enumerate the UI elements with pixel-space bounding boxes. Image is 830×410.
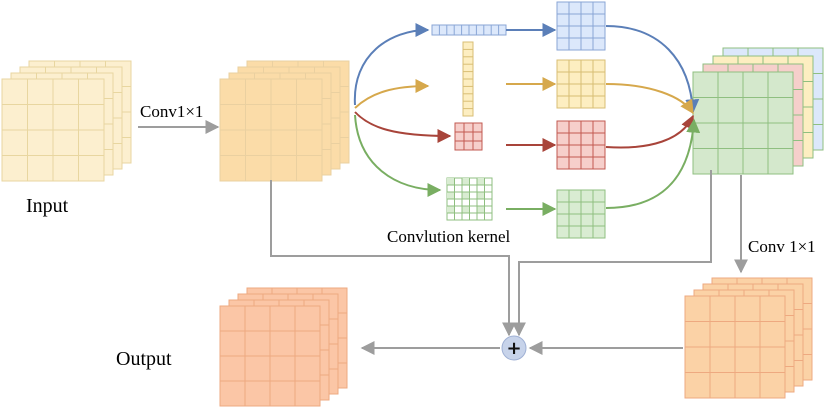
branch-output-yellow: [556, 59, 606, 109]
branch-output-green: [556, 189, 606, 239]
arrow-merge-yellow: [605, 83, 694, 115]
arrow-branch-red-in: [354, 111, 452, 143]
conv1x1-label: Conv1×1: [140, 102, 203, 121]
input-label: Input: [26, 195, 69, 217]
kernel-label: Convlution kernel: [387, 227, 511, 246]
concatenated-feature-stack: [692, 47, 824, 175]
branch-output-red: [556, 120, 606, 170]
kernel-vertical-strip: [462, 41, 474, 117]
kernel-nx1: [462, 41, 474, 117]
kernel-dilated-grid: [446, 177, 493, 221]
conv1x1-second-label: Conv 1×1: [748, 237, 816, 256]
arrow-branch-blue-in: [353, 23, 430, 106]
post-conv1x1-feature-stack: [684, 277, 813, 399]
branch-map-blue: [556, 1, 606, 51]
arrow-merge-green: [605, 118, 701, 209]
branch-map-green: [556, 189, 606, 239]
add-symbol: +: [506, 338, 521, 359]
arrow-merge-blue: [605, 25, 700, 114]
plus-circle-icon: +: [501, 335, 527, 361]
branch-map-yellow: [556, 59, 606, 109]
arrow-merge-red: [605, 114, 695, 149]
input-feature-stack: [1, 60, 132, 182]
arrow-skip-from-concat: [512, 170, 712, 337]
kernel-square-small: [454, 122, 483, 151]
arrow-skip-from-conv: [270, 180, 516, 337]
postconv-feature-map-layer: [684, 295, 786, 399]
input-feature-map-layer: [1, 78, 105, 182]
kernel-horizontal-strip: [431, 24, 507, 36]
concat-feature-map-layer: [692, 71, 794, 175]
kernel-1xn: [431, 24, 507, 36]
output-feature-stack: [219, 287, 348, 407]
conv-feature-map-layer: [219, 78, 323, 182]
kernel-3x3: [454, 122, 483, 151]
branch-map-red: [556, 120, 606, 170]
kernel-dilated: [446, 177, 493, 221]
arrow-branch-yellow-in: [354, 79, 430, 109]
conv1x1-feature-stack: [219, 60, 350, 182]
branch-output-blue: [556, 1, 606, 51]
arrow-branch-green-in: [354, 114, 442, 197]
output-label: Output: [116, 348, 172, 370]
output-feature-map-layer: [219, 305, 321, 407]
